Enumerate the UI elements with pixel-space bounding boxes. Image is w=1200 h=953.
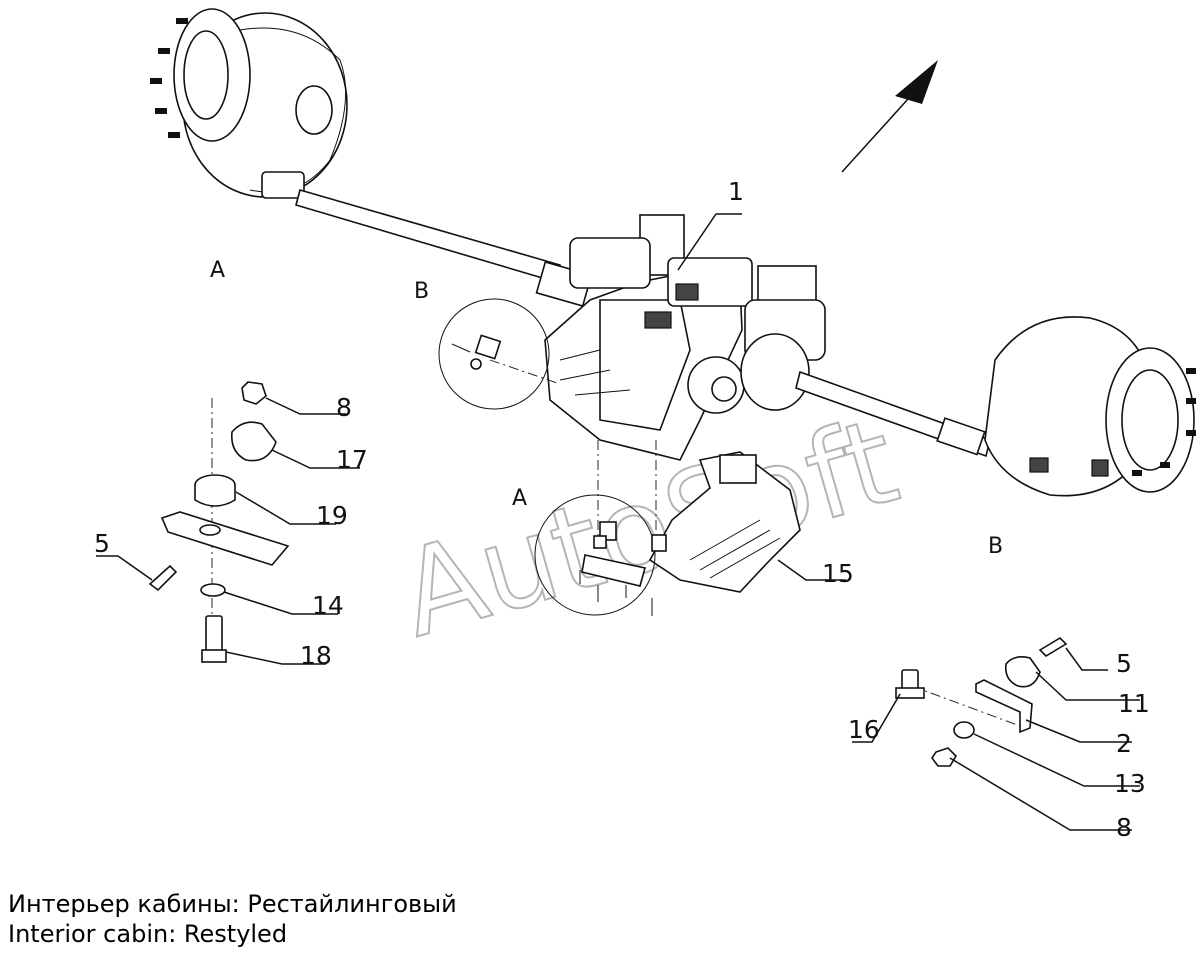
caption-ru: Интерьер кабины: Рестайлинговый <box>8 890 457 918</box>
right-exploded-assembly <box>895 636 1068 767</box>
callout-13: 13 <box>1114 769 1146 798</box>
right-wheel-hub <box>984 316 1196 497</box>
callout-18: 18 <box>300 641 332 670</box>
direction-arrow-icon <box>841 60 938 173</box>
leader-lines <box>96 213 1140 831</box>
left-exploded-assembly <box>148 381 290 663</box>
view-label-b-right: B <box>988 534 1003 559</box>
detail-circle-a <box>534 440 667 616</box>
callout-5: 5 <box>94 529 110 558</box>
callout-11: 11 <box>1118 689 1150 718</box>
guard-plate-15 <box>648 451 801 593</box>
view-label-b-detail: B <box>414 279 429 304</box>
left-wheel-hub <box>150 8 348 199</box>
callout-8-right: 8 <box>1116 813 1132 842</box>
detail-circle-b <box>438 298 561 410</box>
caption-en: Interior cabin: Restyled <box>8 920 288 948</box>
right-gear-unit <box>740 265 826 411</box>
callout-5-right: 5 <box>1116 649 1132 678</box>
callout-19: 19 <box>316 501 348 530</box>
callout-15: 15 <box>822 559 854 588</box>
callout-2: 2 <box>1116 729 1132 758</box>
callout-17: 17 <box>336 445 368 474</box>
callout-8: 8 <box>336 393 352 422</box>
callout-16: 16 <box>848 715 880 744</box>
callout-1: 1 <box>728 177 744 206</box>
transmission-housing <box>544 214 753 461</box>
right-axle-shaft <box>795 370 991 458</box>
callout-14: 14 <box>312 591 344 620</box>
left-axle-shaft <box>295 189 593 307</box>
view-label-a-detail: A <box>512 486 527 511</box>
view-label-a-left: A <box>210 258 225 283</box>
